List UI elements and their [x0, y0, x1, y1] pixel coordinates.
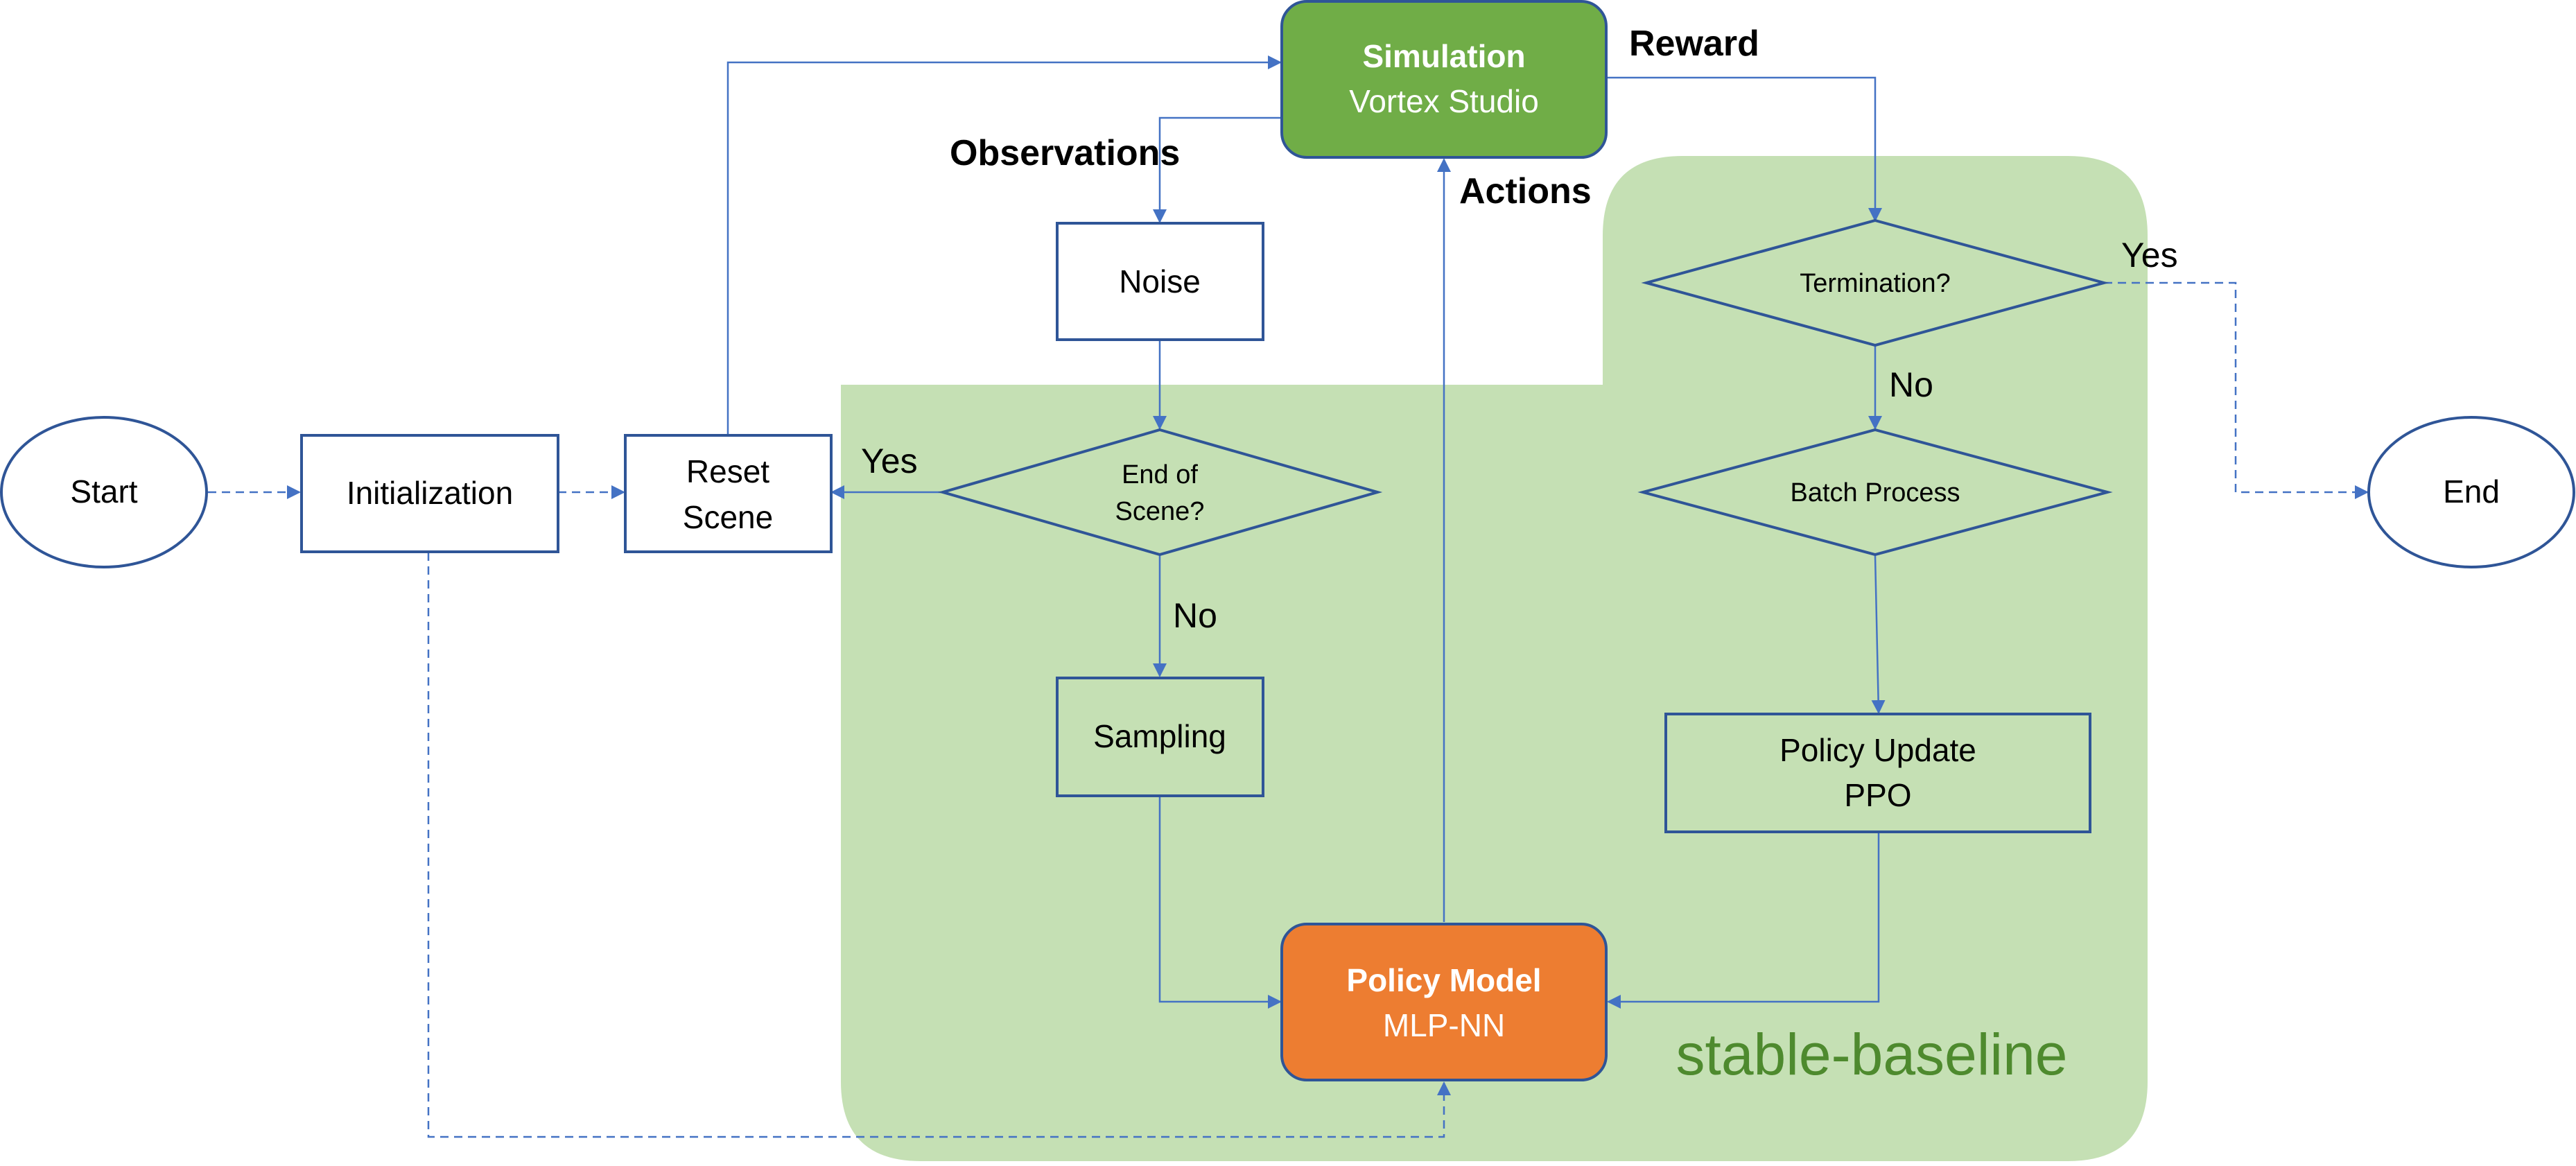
- edge-label-actions: Actions: [1459, 171, 1592, 211]
- node-termination: Termination?: [1641, 218, 2109, 347]
- edge-label-yes-end: Yes: [2121, 236, 2178, 275]
- node-noise: Noise: [1056, 222, 1264, 341]
- policy-update-line2: PPO: [1844, 777, 1911, 813]
- node-end-of-scene: End of Scene?: [937, 428, 1383, 557]
- node-sampling: Sampling: [1056, 677, 1264, 797]
- policy-model-title: Policy Model: [1346, 962, 1541, 998]
- policy-model-subtitle: MLP-NN: [1383, 1007, 1505, 1043]
- node-policy-update: Policy Update PPO: [1664, 713, 2091, 833]
- termination-label: Termination?: [1800, 269, 1951, 298]
- simulation-title: Simulation: [1362, 38, 1525, 74]
- edge-initialization-policymodel: [427, 552, 1451, 1138]
- edge-simulation-termination: [1607, 76, 1882, 222]
- edge-reset-simulation: [726, 55, 1282, 435]
- policy-update-line1: Policy Update: [1779, 732, 1976, 768]
- reset-scene-line2: Scene: [683, 499, 773, 535]
- end-of-scene-line2: Scene?: [1115, 497, 1205, 526]
- edge-batch-policyupdate: [1871, 555, 1886, 714]
- node-reset-scene: Reset Scene: [624, 434, 833, 553]
- end-of-scene-line1: End of: [1122, 460, 1198, 489]
- edge-policyupdate-policymodel: [1607, 833, 1880, 1009]
- start-label: Start: [70, 473, 137, 510]
- reset-scene-line1: Reset: [686, 453, 769, 489]
- edge-sampling-policymodel: [1158, 797, 1282, 1009]
- node-end: End: [2367, 416, 2575, 568]
- end-label: End: [2443, 473, 2500, 510]
- noise-label: Noise: [1119, 263, 1201, 299]
- batch-process-label: Batch Process: [1791, 478, 1960, 507]
- node-policy-model: Policy Model MLP-NN: [1280, 923, 1608, 1081]
- simulation-subtitle: Vortex Studio: [1349, 83, 1539, 119]
- node-simulation: Simulation Vortex Studio: [1280, 0, 1608, 159]
- edge-label-no-batch: No: [1889, 365, 1933, 404]
- node-initialization: Initialization: [300, 434, 559, 553]
- stable-baseline-region: [841, 156, 2148, 1161]
- edge-simulation-noise: [1153, 116, 1280, 223]
- edge-termination-end: [2104, 281, 2369, 499]
- edge-label-observations: Observations: [950, 133, 1180, 173]
- edge-label-yes-reset: Yes: [861, 442, 918, 480]
- region-label-stable-baseline: stable-baseline: [1676, 1022, 2067, 1087]
- sampling-label: Sampling: [1093, 718, 1226, 754]
- edges: [208, 55, 2369, 1138]
- edge-label-reward: Reward: [1629, 24, 1759, 64]
- edge-label-no-sampling: No: [1173, 596, 1217, 635]
- initialization-label: Initialization: [347, 475, 513, 511]
- node-batch-process: Batch Process: [1637, 428, 2113, 557]
- node-start: Start: [0, 416, 208, 568]
